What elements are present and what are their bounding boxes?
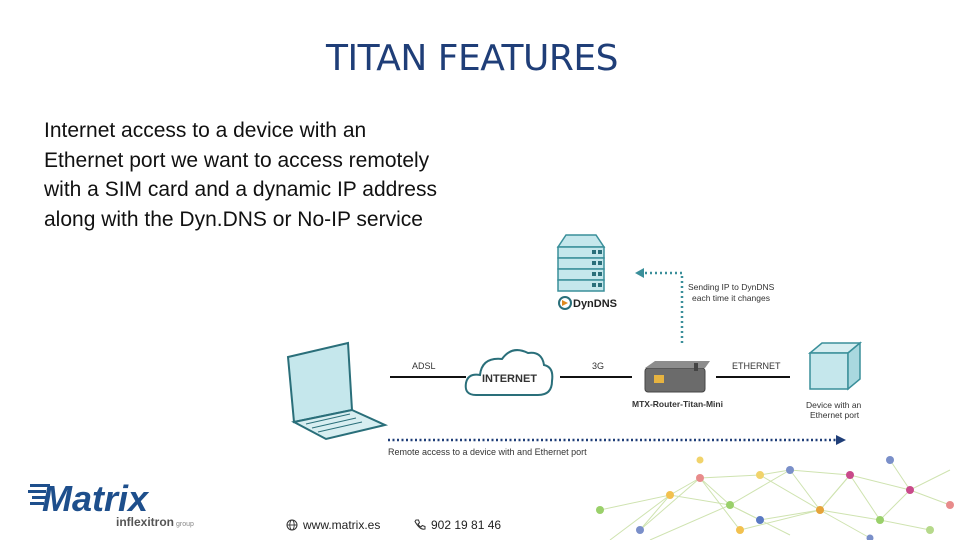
arrow-left-icon: [635, 268, 644, 278]
ethernet-label: ETHERNET: [732, 361, 781, 371]
device-box-icon: [807, 341, 863, 391]
cloud-icon: [464, 349, 554, 396]
server-icon: [556, 234, 606, 292]
matrix-logo: Matrix inflexitron group: [28, 476, 228, 533]
slide-title: TITAN FEATURES: [325, 38, 619, 79]
arrow-right-icon: [836, 435, 846, 445]
website-link[interactable]: www.matrix.es: [286, 518, 380, 532]
website-text: www.matrix.es: [303, 518, 381, 532]
slide-body-text: Internet access to a device with an Ethe…: [44, 119, 437, 231]
phone-icon: [414, 519, 426, 530]
router-label: MTX-Router-Titan-Mini: [632, 399, 723, 409]
3g-label: 3G: [592, 361, 604, 371]
logo-group-text: group: [176, 521, 194, 528]
sending-ip-label-1: Sending IP to DynDNS: [688, 282, 775, 292]
sending-ip-label-2: each time it changes: [692, 293, 770, 303]
dyndns-label: DynDNS: [573, 298, 617, 310]
dyndns-logo-icon: [558, 296, 572, 310]
network-diagram: DynDNS Sending IP to DynDNS each time it…: [286, 234, 863, 457]
device-label-2: Ethernet port: [810, 410, 860, 420]
router-icon: [644, 361, 710, 393]
network-graph-decoration: [596, 456, 954, 540]
internet-label: INTERNET: [482, 373, 537, 385]
globe-icon: [286, 519, 298, 531]
adsl-label: ADSL: [412, 361, 436, 371]
remote-access-label: Remote access to a device with and Ether…: [388, 447, 587, 457]
phone-link[interactable]: 902 19 81 46: [414, 518, 501, 532]
laptop-icon: [286, 341, 389, 441]
logo-main-text: Matrix: [42, 478, 150, 519]
network-node-icons: [596, 456, 954, 540]
logo-speed-lines-icon: [28, 484, 50, 505]
phone-text: 902 19 81 46: [431, 518, 502, 532]
device-label-1: Device with an: [806, 400, 862, 410]
logo-sub-text: inflexitron: [116, 515, 174, 528]
